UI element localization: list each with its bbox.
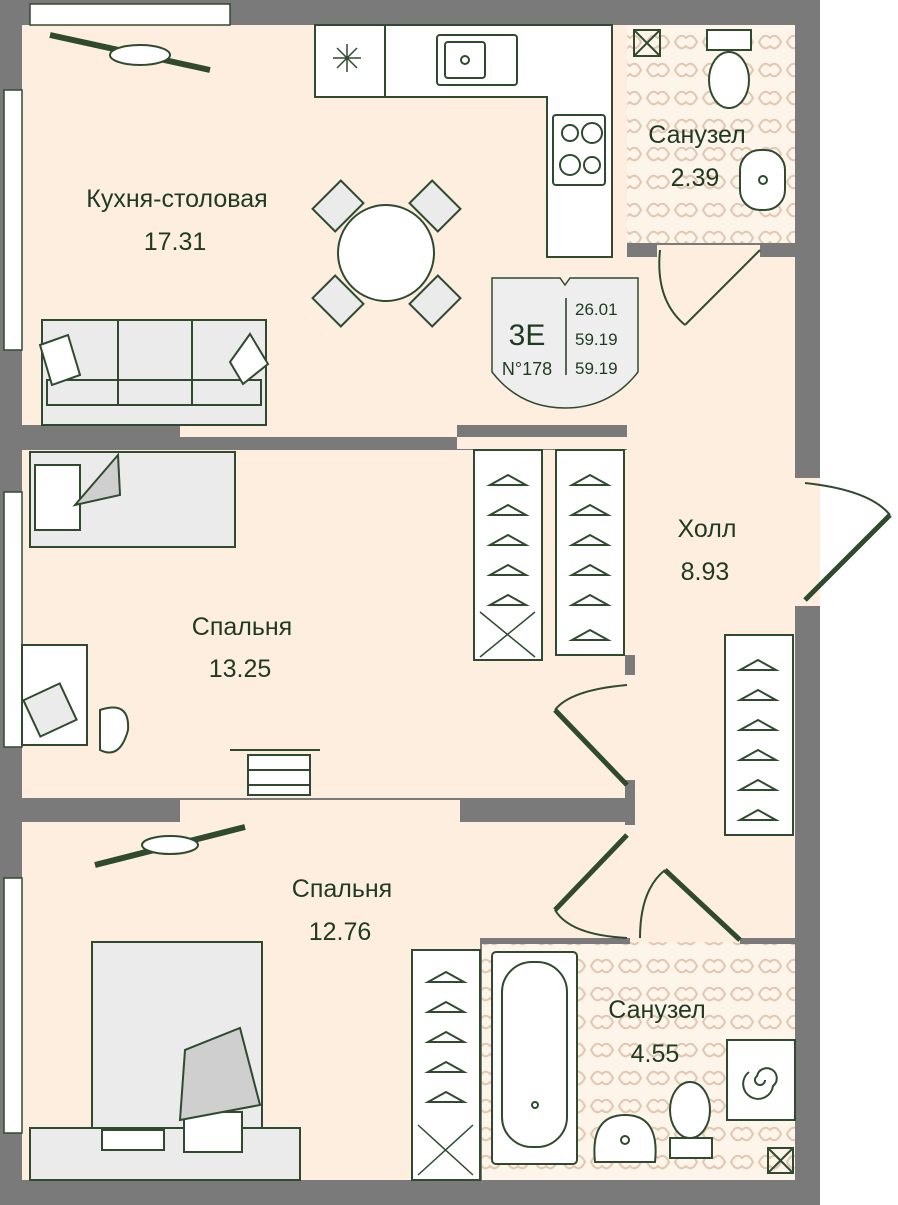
inner-walls: [22, 243, 820, 1205]
apartment-badge: 3E N°178 26.01 59.19 59.19: [491, 277, 639, 409]
door-bedroom-1[interactable]: [553, 684, 629, 787]
wardrobe-2: [411, 949, 481, 1181]
sofa: [38, 319, 270, 426]
vent-shaft-2: [767, 1147, 794, 1174]
room-hall: Холл 8.93: [678, 515, 737, 586]
dining-table: [311, 179, 462, 328]
room-area: 8.93: [681, 558, 730, 586]
room-bathroom-2: Санузел 4.55: [608, 996, 705, 1068]
windows: [3, 3, 231, 1134]
room-area: 13.25: [209, 655, 272, 683]
washbasin-1: [739, 149, 786, 211]
wardrobe-1: [473, 449, 625, 661]
room-name: Санузел: [608, 996, 705, 1024]
bathtub: [491, 951, 578, 1165]
apartment-type: 3E: [509, 319, 546, 352]
room-area: 12.76: [309, 918, 372, 946]
double-bed: [29, 941, 301, 1181]
room-name: Санузел: [648, 121, 745, 149]
door-bathroom-1[interactable]: [658, 249, 761, 326]
room-bathroom-1: Санузел 2.39: [648, 121, 745, 192]
wardrobe-hall: [724, 634, 794, 836]
kitchen-counter: [314, 24, 613, 258]
desk: [21, 644, 130, 754]
entrance-door[interactable]: [803, 482, 892, 602]
room-area: 17.31: [144, 228, 207, 256]
room-kitchen-dining: Кухня-столовая 17.31: [86, 185, 267, 256]
total-area-with-balcony: 59.19: [575, 359, 618, 378]
single-bed: [29, 451, 236, 548]
total-area: 59.19: [575, 330, 618, 349]
fridge-icon: [333, 44, 361, 72]
room-name: Кухня-столовая: [86, 185, 267, 213]
toilet-1: [706, 29, 752, 109]
hanger-icons: [486, 473, 612, 641]
room-area: 2.39: [671, 164, 720, 192]
door-bathroom-2[interactable]: [639, 868, 742, 942]
toilet-2: [669, 1081, 713, 1159]
room-bedroom-1: Спальня 13.25: [192, 613, 292, 683]
room-name: Спальня: [192, 613, 292, 641]
room-area: 4.55: [631, 1040, 680, 1068]
room-name: Холл: [678, 515, 737, 543]
radiator: [230, 749, 320, 796]
room-bedroom-2: Спальня 12.76: [292, 875, 392, 946]
washing-machine: [726, 1039, 796, 1121]
vent-shaft-1: [633, 29, 661, 57]
room-name: Спальня: [292, 875, 392, 903]
washbasin-2: [593, 1113, 657, 1163]
apartment-number: N°178: [502, 359, 552, 379]
living-area: 26.01: [575, 300, 618, 319]
tv-2: [94, 824, 246, 868]
tv: [49, 32, 211, 73]
door-bedroom-2[interactable]: [553, 833, 629, 939]
